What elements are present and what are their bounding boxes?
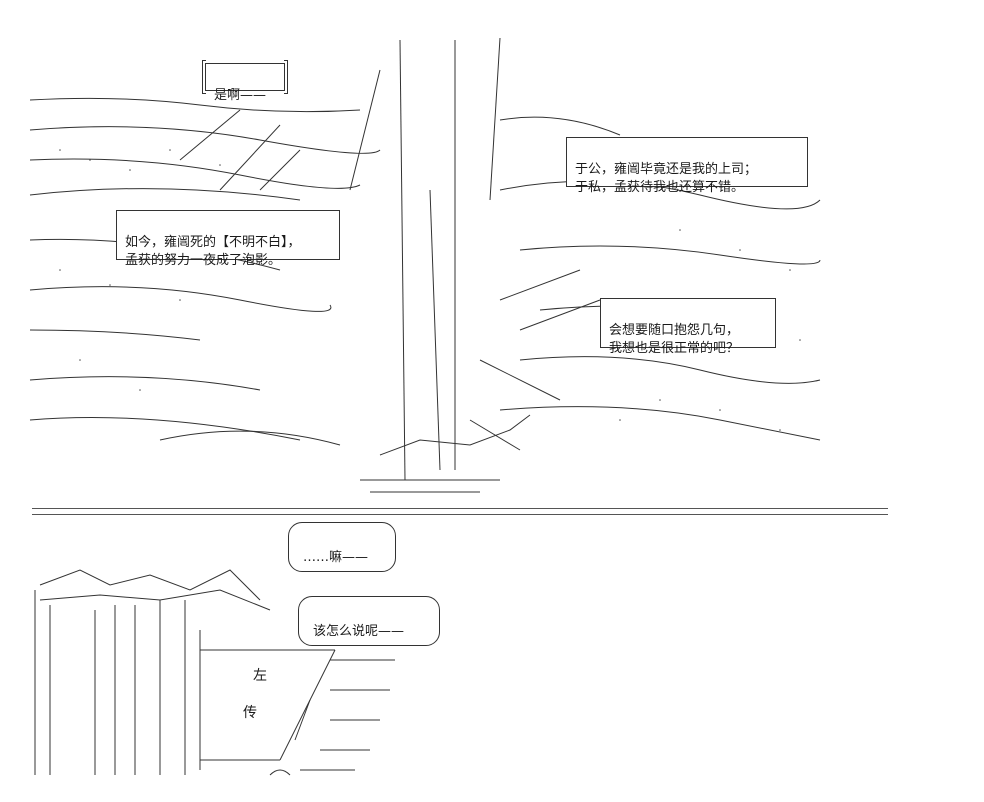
left-foliage [29, 97, 381, 446]
speech-bubble-yu-gong: 于公，雍闿毕竟还是我的上司； 于私，孟获待我也还算不错。 [566, 137, 808, 195]
sign-character-zhuan: 传 [243, 705, 257, 721]
speech-bubble-ma: ……嘛—— [288, 522, 396, 572]
building-front [34, 569, 395, 776]
tree-trunk [349, 37, 531, 493]
bubble-text: 会想要随口抱怨几句， 我想也是很正常的吧？ [609, 323, 740, 356]
bubble-text: 该怎么说呢—— [313, 624, 405, 639]
bubble-text: 是啊—— [214, 88, 267, 103]
bubble-text: ……嘛—— [303, 550, 369, 565]
speech-bubble-hui-xiang: 会想要随口抱怨几句， 我想也是很正常的吧？ [600, 298, 776, 356]
panel-divider [32, 508, 888, 515]
speech-bubble-shi-a: 是啊—— [202, 60, 288, 103]
bubble-text: 如今，雍闿死的【不明不白】， 孟获的努力一夜成了泡影。 [125, 235, 301, 268]
speech-bubble-gai: 该怎么说呢—— [298, 596, 440, 646]
speech-bubble-ru-jin: 如今，雍闿死的【不明不白】， 孟获的努力一夜成了泡影。 [116, 210, 340, 268]
bubble-text: 于公，雍闿毕竟还是我的上司； 于私，孟获待我也还算不错。 [575, 162, 758, 195]
texture-dots [59, 149, 801, 431]
sign-character-zuo: 左 [253, 668, 267, 684]
